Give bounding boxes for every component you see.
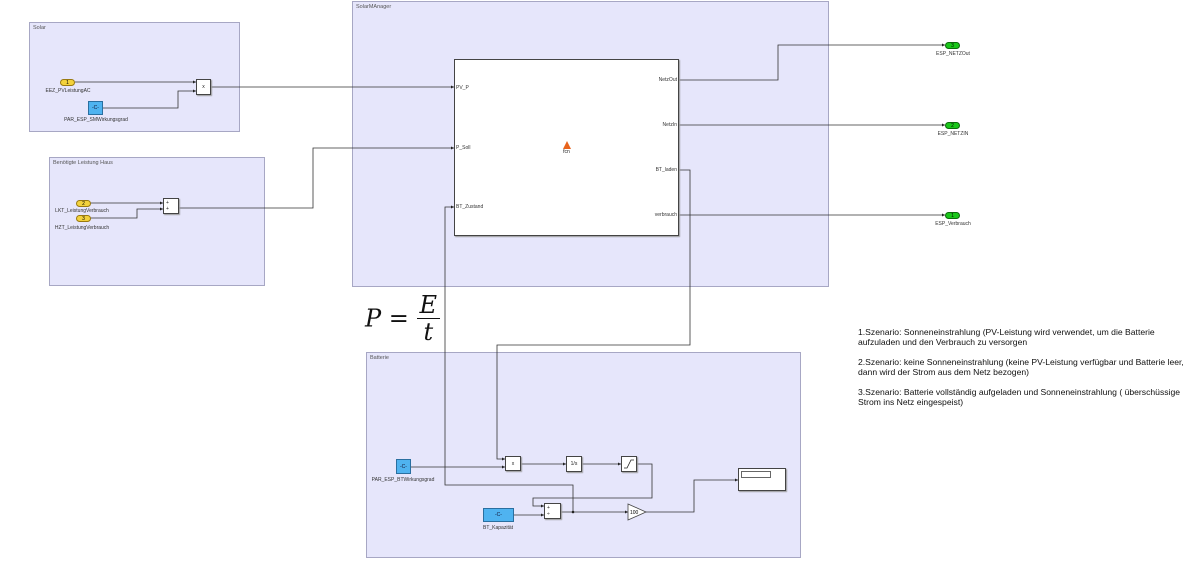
constant-label: BT_Kapazität <box>482 525 514 531</box>
constant-sm-wirkungsgrad[interactable]: -C- <box>88 101 103 115</box>
input-port-label: P_Soll <box>456 145 471 151</box>
output-port-label: verbrauch <box>654 212 677 218</box>
input-port-label: BT_Zustand <box>456 204 484 210</box>
divide-sign: + <box>547 505 550 511</box>
output-port-label: NetzIn <box>662 122 677 128</box>
outport-label: ESP_Verbrauch <box>935 221 971 227</box>
note-scenario-2: 2.Szenario: keine Sonneneinstrahlung (ke… <box>858 357 1184 377</box>
note-scenario-1: 1.Szenario: Sonneneinstrahlung (PV-Leist… <box>858 327 1155 347</box>
inport-label: HZT_LeistungVerbrauch <box>54 225 110 231</box>
outport-netzout[interactable]: 3 <box>945 42 960 49</box>
gain-value: 100 <box>630 510 639 516</box>
saturation-icon <box>624 459 634 469</box>
outport-netzin[interactable]: 2 <box>945 122 960 129</box>
area-title: SolarMAnager <box>356 4 392 10</box>
constant-label: PAR_ESP_BTWirkungsgrad <box>371 477 435 483</box>
inport-label: LKT_LeistungVerbrauch <box>55 208 109 214</box>
outport-label: ESP_NETZIN <box>937 131 969 137</box>
batterie-subsystem-area: Batterie <box>366 352 801 558</box>
constant-label: PAR_ESP_SMWirkungsgrad <box>64 117 128 123</box>
output-port-label: NetzOut <box>658 77 677 83</box>
input-port-label: PV_P <box>456 85 469 91</box>
inport-hzt[interactable]: 3 <box>76 215 91 222</box>
output-port-label: BT_laden <box>655 167 677 173</box>
divide-sign: ÷ <box>547 511 550 517</box>
sum-sign: + <box>166 200 169 206</box>
solar-subsystem-area: Solar <box>29 22 240 132</box>
display-block[interactable] <box>738 468 786 491</box>
scenario-notes: 1.Szenario: Sonneneinstrahlung (PV-Leist… <box>858 327 1188 417</box>
product-block[interactable]: x <box>505 456 521 471</box>
divide-block[interactable]: +÷ <box>544 503 561 519</box>
gain-block[interactable]: 100 <box>627 503 647 521</box>
matlab-icon <box>562 140 571 149</box>
sum-block[interactable]: ++ <box>163 198 179 214</box>
note-scenario-3: 3.Szenario: Batterie vollständig aufgela… <box>858 387 1181 407</box>
product-block[interactable]: x <box>196 79 211 95</box>
equation-lhs: P = <box>365 304 409 333</box>
equation-denominator: t <box>423 318 434 346</box>
equation-numerator: E <box>416 292 441 319</box>
inport-label: EEZ_PVLeistungAC <box>45 88 91 94</box>
inport-lkt[interactable]: 2 <box>76 200 91 207</box>
matlab-function-block[interactable]: fcn <box>454 59 679 236</box>
sum-sign: + <box>166 206 169 212</box>
outport-label: ESP_NETZOut <box>936 51 970 57</box>
fcn-label: fcn <box>563 148 570 155</box>
area-title: Solar <box>33 25 46 31</box>
area-title: Batterie <box>370 355 389 361</box>
display-value-field <box>741 471 771 478</box>
constant-bt-kapazitaet[interactable]: -C- <box>483 508 514 522</box>
integrator-block[interactable]: 1/s <box>566 456 582 472</box>
constant-bt-wirkungsgrad[interactable]: -C- <box>396 459 411 474</box>
outport-verbrauch[interactable]: 1 <box>945 212 960 219</box>
area-title: Benötigte Leistung Haus <box>53 160 113 166</box>
saturation-block[interactable] <box>621 456 637 472</box>
inport-pv-leistung[interactable]: 1 <box>60 79 75 86</box>
power-equation: P = E t <box>365 292 441 346</box>
